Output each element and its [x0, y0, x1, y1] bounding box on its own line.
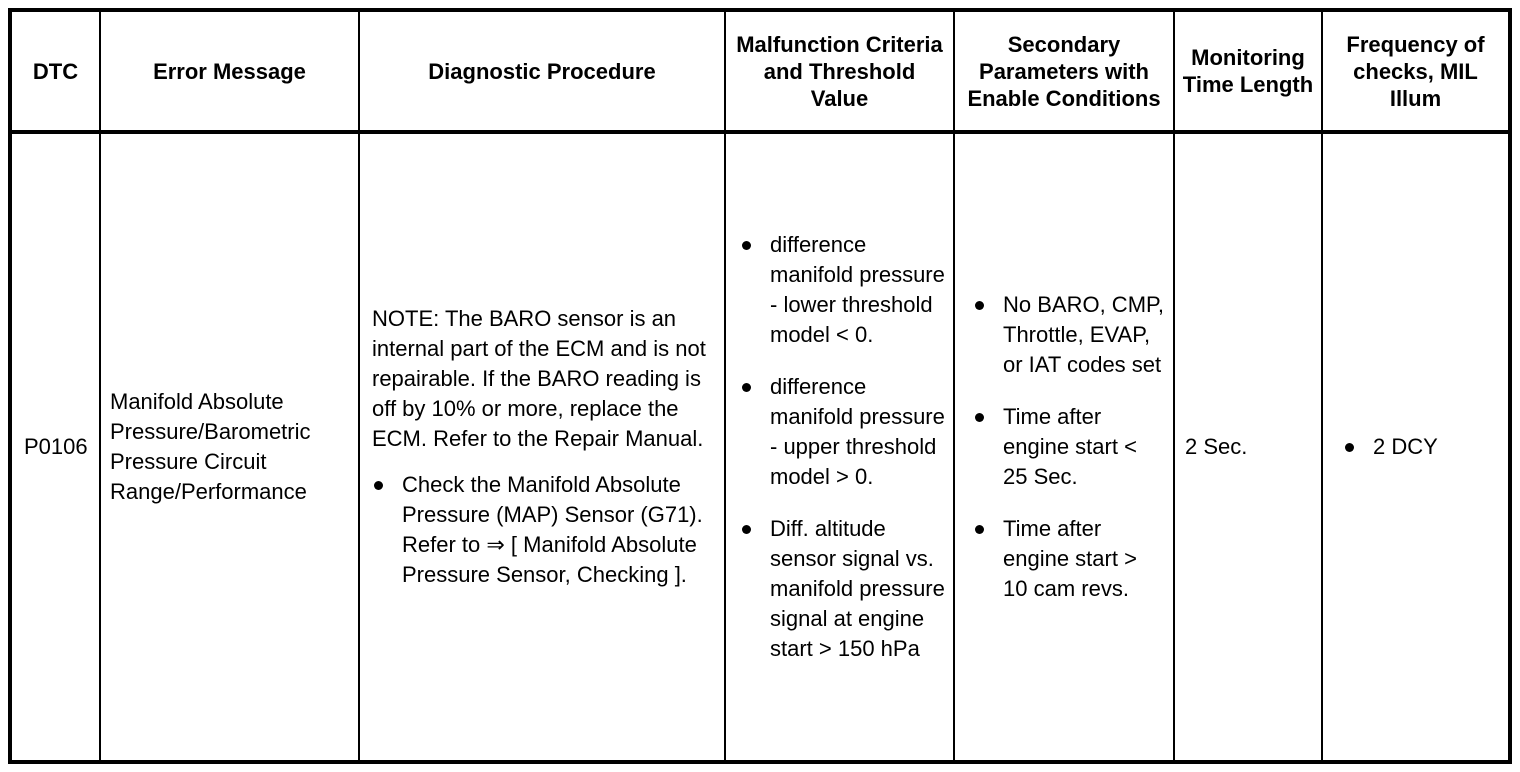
- bullet-dot-icon: [1345, 443, 1354, 452]
- diagnostic-bullet-list: Check the Manifold Absolute Pressure (MA…: [372, 470, 714, 590]
- list-item: No BARO, CMP, Throttle, EVAP, or IAT cod…: [973, 290, 1167, 380]
- bullet-dot-icon: [742, 241, 751, 250]
- cell-malfunction-criteria: difference manifold pressure - lower thr…: [725, 132, 955, 762]
- malfunction-criteria-content: difference manifold pressure - lower thr…: [726, 222, 953, 672]
- bullet-dot-icon: [742, 383, 751, 392]
- column-header-secondary-parameters: Secondary Parameters with Enable Conditi…: [954, 10, 1175, 134]
- list-item: Diff. altitude sensor signal vs. manifol…: [740, 514, 947, 664]
- column-header-dtc: DTC: [10, 10, 101, 134]
- diagnostic-note: NOTE: The BARO sensor is an internal par…: [372, 306, 706, 451]
- list-item-label: difference manifold pressure - lower thr…: [770, 232, 945, 347]
- list-item-label: Diff. altitude sensor signal vs. manifol…: [770, 516, 945, 661]
- list-item-label: Time after engine start > 10 cam revs.: [1003, 516, 1137, 601]
- secondary-parameters-bullet-list: No BARO, CMP, Throttle, EVAP, or IAT cod…: [973, 290, 1167, 604]
- list-item-label: Check the Manifold Absolute Pressure (MA…: [402, 472, 703, 587]
- column-header-malfunction-criteria: Malfunction Criteria and Threshold Value: [725, 10, 955, 134]
- cell-dtc: P0106: [10, 132, 101, 762]
- list-item: Time after engine start < 25 Sec.: [973, 402, 1167, 492]
- cell-frequency-of-checks: 2 DCY: [1322, 132, 1510, 762]
- column-header-diagnostic-procedure: Diagnostic Procedure: [359, 10, 726, 134]
- list-item: difference manifold pressure - upper thr…: [740, 372, 947, 492]
- table-body: P0106 Manifold Absolute Pressure/Baromet…: [10, 132, 1510, 762]
- list-item-label: 2 DCY: [1373, 434, 1438, 459]
- table-row: P0106 Manifold Absolute Pressure/Baromet…: [10, 132, 1510, 762]
- list-item-label: difference manifold pressure - upper thr…: [770, 374, 945, 489]
- column-header-frequency-of-checks: Frequency of checks, MIL Illum: [1322, 10, 1510, 134]
- header-row: DTC Error Message Diagnostic Procedure M…: [10, 10, 1510, 134]
- list-item: Check the Manifold Absolute Pressure (MA…: [372, 470, 714, 590]
- list-item: 2 DCY: [1343, 432, 1502, 462]
- bullet-dot-icon: [742, 525, 751, 534]
- list-item: Time after engine start > 10 cam revs.: [973, 514, 1167, 604]
- cell-secondary-parameters: No BARO, CMP, Throttle, EVAP, or IAT cod…: [954, 132, 1175, 762]
- cell-error-message: Manifold Absolute Pressure/Barometric Pr…: [100, 132, 360, 762]
- list-item-label: Time after engine start < 25 Sec.: [1003, 404, 1137, 489]
- dtc-diagnostic-table: DTC Error Message Diagnostic Procedure M…: [8, 8, 1512, 764]
- dtc-code: P0106: [24, 434, 88, 459]
- malfunction-bullet-list: difference manifold pressure - lower thr…: [740, 230, 947, 664]
- cell-monitoring-time-length: 2 Sec.: [1174, 132, 1323, 762]
- column-header-monitoring-time-length: Monitoring Time Length: [1174, 10, 1323, 134]
- table-header: DTC Error Message Diagnostic Procedure M…: [10, 10, 1510, 134]
- list-item-label: No BARO, CMP, Throttle, EVAP, or IAT cod…: [1003, 292, 1164, 377]
- diagnostic-procedure-content: NOTE: The BARO sensor is an internal par…: [360, 296, 724, 598]
- column-header-error-message: Error Message: [100, 10, 360, 134]
- monitoring-time-length-value: 2 Sec.: [1185, 434, 1248, 459]
- bullet-dot-icon: [975, 301, 984, 310]
- cell-diagnostic-procedure: NOTE: The BARO sensor is an internal par…: [359, 132, 726, 762]
- frequency-of-checks-content: 2 DCY: [1323, 424, 1508, 470]
- error-message-text: Manifold Absolute Pressure/Barometric Pr…: [110, 389, 311, 504]
- frequency-bullet-list: 2 DCY: [1343, 432, 1502, 462]
- bullet-dot-icon: [975, 413, 984, 422]
- list-item: difference manifold pressure - lower thr…: [740, 230, 947, 350]
- bullet-dot-icon: [975, 525, 984, 534]
- bullet-dot-icon: [374, 481, 383, 490]
- secondary-parameters-content: No BARO, CMP, Throttle, EVAP, or IAT cod…: [955, 282, 1173, 612]
